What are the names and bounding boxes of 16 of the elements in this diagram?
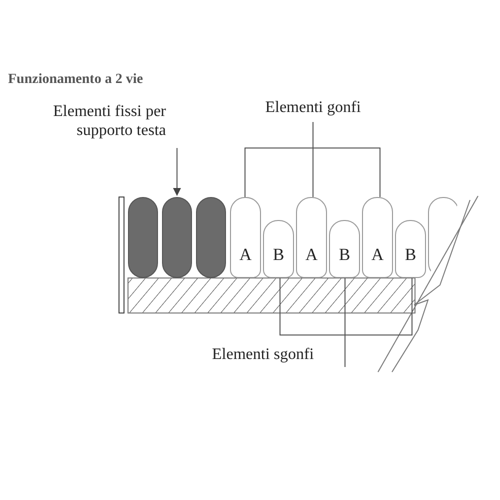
air-cell bbox=[162, 197, 192, 278]
air-cell bbox=[128, 197, 158, 278]
leader-line bbox=[344, 278, 346, 368]
callout-label: Elementi fissi per supporto testa bbox=[38, 102, 180, 146]
callout-label: Elementi sgonfi bbox=[212, 345, 346, 367]
air-cell: A bbox=[230, 197, 261, 278]
air-cell: B bbox=[329, 220, 360, 278]
arrow bbox=[173, 148, 181, 196]
air-cell: B bbox=[395, 220, 426, 278]
air-cell bbox=[196, 197, 226, 278]
air-cell: B bbox=[263, 220, 294, 278]
leader-line bbox=[312, 122, 380, 198]
air-cell: A bbox=[296, 197, 327, 278]
air-cell: A bbox=[362, 197, 393, 278]
diagram-title: Funzionamento a 2 vie bbox=[8, 71, 143, 89]
callout-label: Elementi gonfi bbox=[250, 98, 376, 122]
